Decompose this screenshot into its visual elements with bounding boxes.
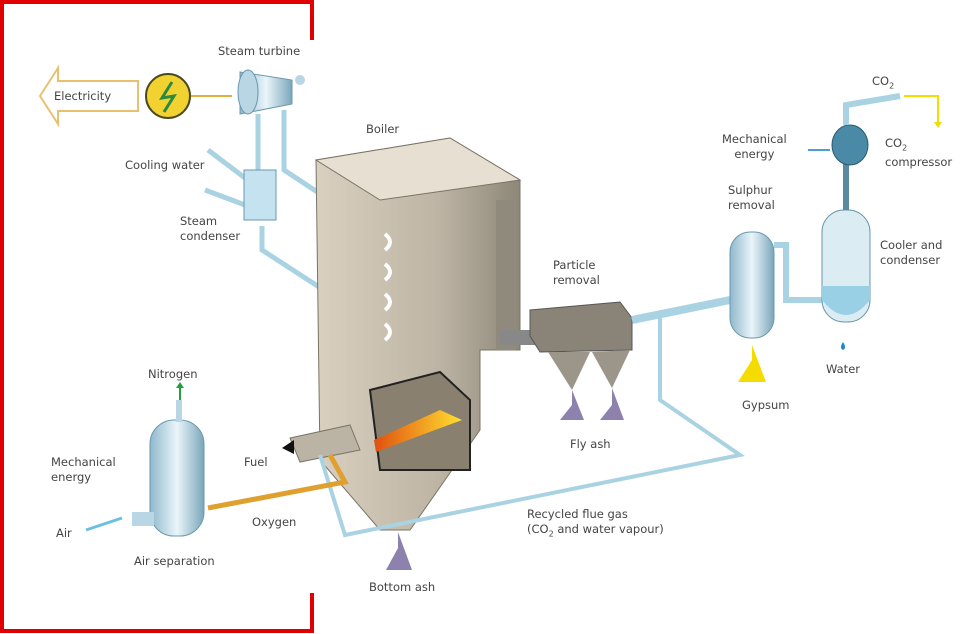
label-recycled-flue-gas: Recycled flue gas(CO2 and water vapour) — [527, 507, 664, 541]
label-line: removal — [553, 273, 600, 287]
electricity-arrow — [38, 64, 139, 128]
label-electricity: Electricity — [54, 89, 112, 103]
label-sub: 2 — [902, 143, 908, 153]
label-sub: 2 — [889, 81, 895, 91]
co2-compressor — [808, 93, 942, 166]
recycle-loop — [318, 316, 746, 538]
label-line: condenser — [880, 253, 941, 267]
label-co2: CO2 — [872, 74, 894, 93]
label-text: CO — [885, 136, 903, 150]
label-text: (CO — [527, 522, 549, 536]
label-steam-turbine: Steam turbine — [218, 44, 301, 58]
label-air: Air — [56, 526, 72, 540]
label-line: Particle — [553, 258, 596, 272]
label-line: Recycled flue gas — [527, 507, 628, 521]
label-fly-ash: Fly ash — [570, 437, 611, 451]
particle-removal — [500, 301, 633, 420]
steam-condenser — [243, 169, 277, 221]
label-line: Mechanical — [722, 132, 787, 146]
air-separation-unit — [85, 382, 205, 537]
label-text: and water vapour) — [553, 522, 664, 536]
label-cooling-water: Cooling water — [125, 158, 205, 172]
label-text: CO — [872, 74, 890, 88]
bottom-ash-pile — [386, 532, 412, 570]
label-gypsum: Gypsum — [742, 398, 790, 412]
cooler-condenser — [821, 160, 871, 350]
label-line: energy — [51, 470, 92, 484]
label-line: Mechanical — [51, 455, 116, 469]
generator-icon — [145, 73, 191, 119]
label-water: Water — [826, 362, 860, 376]
oxygen-line — [207, 453, 349, 511]
label-boiler: Boiler — [366, 122, 400, 136]
label-line: Sulphur — [728, 183, 773, 197]
steam-turbine — [237, 69, 305, 115]
label-line: Cooler and — [880, 238, 943, 252]
label-fuel: Fuel — [244, 455, 268, 469]
label-line: energy — [734, 147, 775, 161]
label-line: Steam — [180, 214, 218, 228]
label-oxygen: Oxygen — [252, 515, 297, 529]
label-bottom-ash: Bottom ash — [369, 580, 436, 594]
label-co2-compressor: CO2 compressor — [885, 136, 952, 170]
sulphur-removal — [729, 231, 822, 382]
label-sub: 2 — [548, 529, 554, 539]
highlight-frame — [0, 0, 314, 633]
label-line: condenser — [180, 229, 241, 243]
label-line: compressor — [885, 155, 953, 170]
boiler — [282, 137, 522, 531]
flue-gas-duct — [631, 294, 741, 324]
label-nitrogen: Nitrogen — [148, 367, 198, 381]
label-air-separation: Air separation — [134, 554, 215, 568]
label-line: removal — [728, 198, 775, 212]
